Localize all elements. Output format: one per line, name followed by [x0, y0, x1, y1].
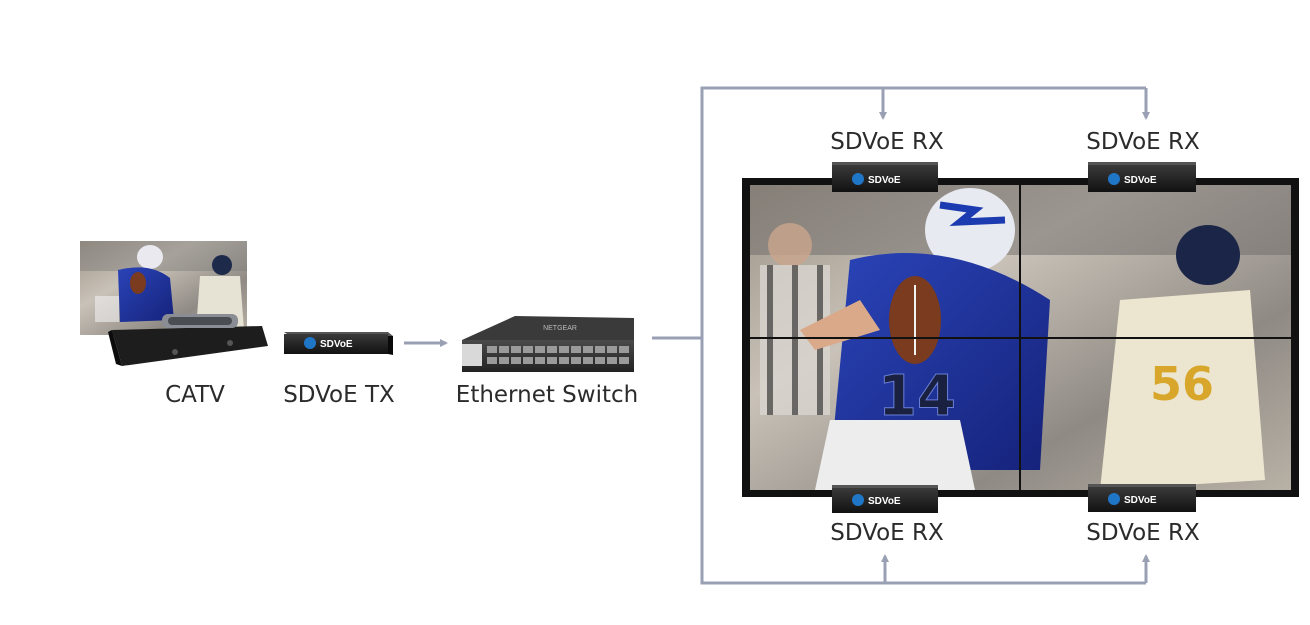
rx-badge: SDVoE [1124, 175, 1157, 186]
distribution-bus [700, 86, 1146, 585]
rx-box-top-left: SDVoE [832, 162, 938, 192]
player-number: 14 [878, 364, 956, 429]
rx-box-bottom-right: SDVoE [1088, 484, 1196, 512]
catv-label: CATV [165, 382, 225, 408]
ethernet-switch-icon: NETGEAR [462, 316, 634, 372]
rx-top-left-label: SDVoE RX [830, 129, 944, 155]
rx-bottom-right-label: SDVoE RX [1086, 520, 1200, 546]
connection-lines [404, 86, 1150, 585]
switch-label: Ethernet Switch [455, 382, 639, 408]
rx-bottom-left-label: SDVoE RX [830, 520, 944, 546]
cable-box-icon [80, 241, 268, 366]
tx-badge: SDVoE [320, 339, 353, 350]
switch-brand: NETGEAR [543, 325, 577, 332]
rx-box-top-right: SDVoE [1088, 162, 1196, 192]
rx-box-bottom-left: SDVoE [832, 485, 938, 513]
video-wall-icon: 56 14 [742, 178, 1299, 497]
rx-top-right-label: SDVoE RX [1086, 129, 1200, 155]
sdvoe-transmitter-icon: SDVoE [284, 332, 393, 355]
tx-label: SDVoE TX [283, 382, 395, 408]
rx-badge: SDVoE [868, 496, 901, 507]
sdvoe-receiver-icon: SDVoE SDVoE SDVoE SDVoE [832, 162, 1196, 513]
rx-badge: SDVoE [868, 175, 901, 186]
opponent-number: 56 [1150, 357, 1214, 411]
rx-badge: SDVoE [1124, 495, 1157, 506]
